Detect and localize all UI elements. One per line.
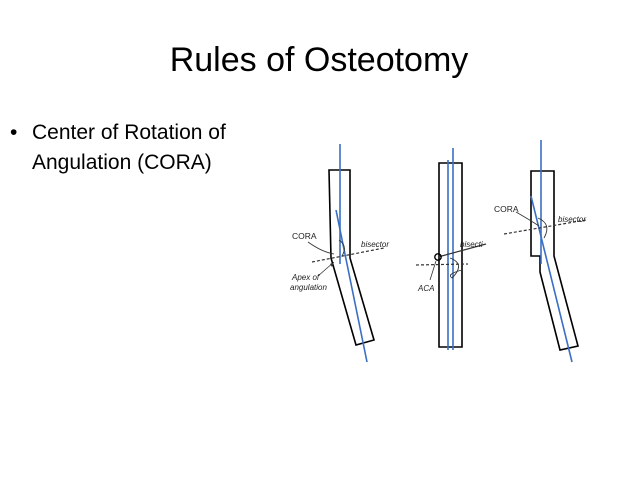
label-apex-line2: angulation <box>290 283 327 292</box>
label-bisector-2: bisecti <box>460 240 483 249</box>
bisector-line-2 <box>415 263 469 266</box>
label-bisector-1: bisector <box>361 240 389 249</box>
figure-straight-bone: bisecti ACA <box>415 148 487 350</box>
cora-leader-1 <box>307 241 335 255</box>
bisector-solid-2 <box>437 243 487 258</box>
bullet-glyph: • <box>10 121 18 144</box>
bullet-list: • Center of Rotation of Angulation (CORA… <box>10 118 290 178</box>
figure-angulated-bone: CORA bisector Apex of angulation <box>290 144 389 363</box>
aca-leader <box>429 260 437 281</box>
aca-point <box>434 253 442 261</box>
bisector-line-3 <box>503 219 587 235</box>
angle-arc-1 <box>338 239 345 257</box>
bone-outline-1 <box>328 169 375 346</box>
figure-osteotomy-bone: CORA bisector <box>494 140 587 363</box>
label-cora-1: CORA <box>292 231 317 241</box>
bisector-line-1 <box>311 247 385 263</box>
label-apex-line1: Apex of <box>291 273 320 282</box>
bullet-text: Center of Rotation of Angulation (CORA) <box>32 121 226 174</box>
angle-arc-3 <box>537 217 548 239</box>
distal-axis-1 <box>335 209 368 363</box>
label-bisector-3: bisector <box>558 215 586 224</box>
slide-title: Rules of Osteotomy <box>169 41 469 79</box>
distal-axis-3 <box>530 195 573 363</box>
label-aca: ACA <box>417 284 434 293</box>
bone-outline-3 <box>530 170 579 351</box>
apex-arrowhead <box>330 262 334 267</box>
cora-leader-3 <box>515 211 540 227</box>
cora-diagram: CORA bisector Apex of angulation bisecti… <box>290 140 587 363</box>
angle-arc-2 <box>449 257 463 279</box>
bullet-item: • Center of Rotation of Angulation (CORA… <box>10 118 290 178</box>
label-cora-3: CORA <box>494 204 519 214</box>
bone-outline-2 <box>438 162 463 348</box>
